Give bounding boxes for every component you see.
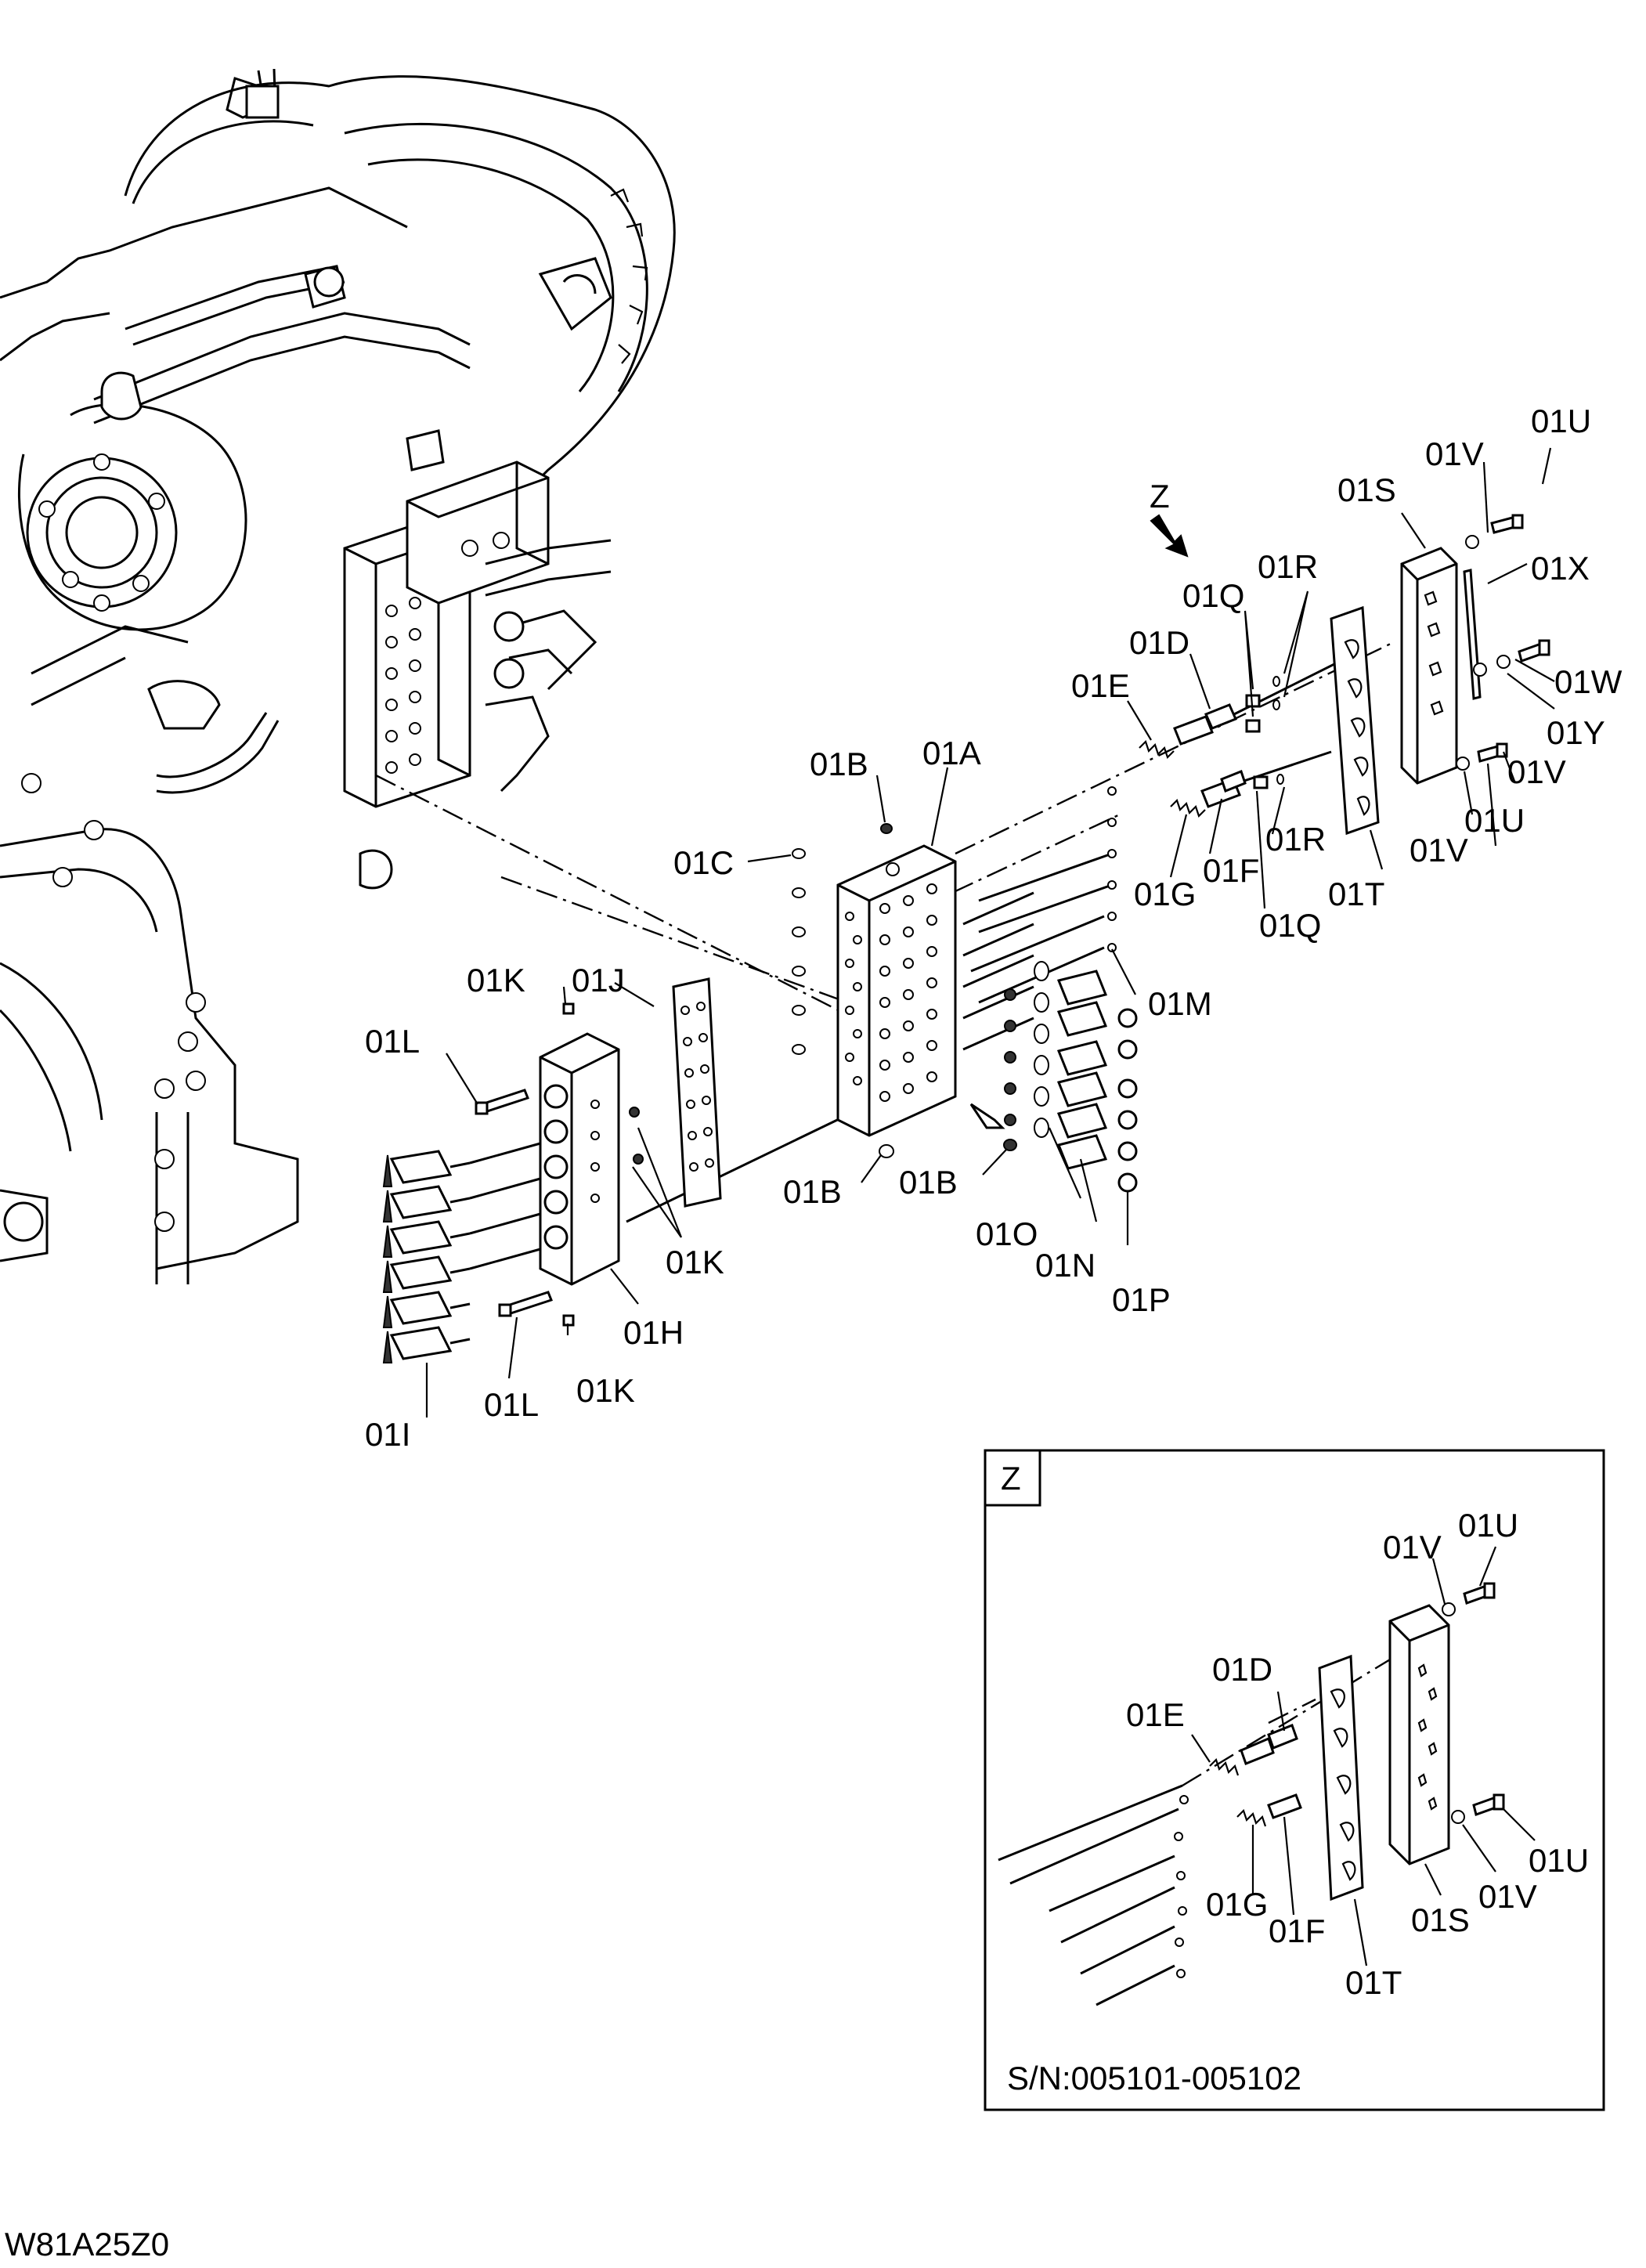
label-01K-3: 01K <box>576 1372 635 1409</box>
detail-label-01S: 01S <box>1411 1901 1470 1938</box>
label-01G: 01G <box>1134 876 1196 912</box>
serial-range: S/N:005101-005102 <box>1007 2060 1301 2096</box>
detail-view-title: Z <box>1001 1460 1021 1497</box>
part-01A-valve-block <box>836 844 957 1137</box>
label-01S: 01S <box>1337 471 1396 508</box>
part-01T-gasket <box>1330 605 1380 836</box>
label-01H: 01H <box>623 1314 684 1351</box>
part-01M-01O-orings <box>962 786 1117 1138</box>
label-01Y: 01Y <box>1547 714 1605 751</box>
label-01N: 01N <box>1035 1247 1096 1284</box>
label-01B-2: 01B <box>783 1173 842 1210</box>
detail-label-01D: 01D <box>1212 1651 1272 1688</box>
label-01B-3: 01B <box>899 1164 958 1201</box>
detail-label-01V-2: 01V <box>1478 1878 1537 1915</box>
part-01J-gasket <box>672 977 722 1208</box>
label-01V: 01V <box>1425 435 1484 472</box>
part-01R-orings <box>1272 676 1284 785</box>
label-01R: 01R <box>1258 548 1318 585</box>
part-01W-bolt <box>1518 639 1550 663</box>
detail-view-title-box <box>984 1449 1041 1507</box>
transmission-housing <box>0 68 676 1284</box>
detail-label-01U: 01U <box>1458 1507 1518 1544</box>
part-01F-valve <box>1200 770 1247 808</box>
label-01L: 01L <box>365 1023 420 1060</box>
label-01K-2: 01K <box>666 1244 724 1280</box>
detail-label-01F: 01F <box>1269 1912 1325 1949</box>
label-01W: 01W <box>1554 663 1623 700</box>
label-01A: 01A <box>922 735 981 771</box>
part-01Q-plugs <box>1245 694 1269 789</box>
label-01J: 01J <box>572 962 625 999</box>
detail-view-frame <box>984 1449 1605 2111</box>
detail-label-01T: 01T <box>1345 1964 1402 2001</box>
part-01P-plugs <box>1117 1008 1138 1193</box>
label-01D: 01D <box>1129 624 1189 661</box>
part-01S-cover-plate <box>1400 547 1458 785</box>
label-01U: 01U <box>1531 403 1591 439</box>
label-view-z-arrow: Z <box>1150 478 1170 515</box>
part-01L-bolts <box>475 1089 553 1317</box>
detail-view-z: Z <box>984 1449 1605 2111</box>
label-01T: 01T <box>1328 876 1384 912</box>
label-01V-3: 01V <box>1410 832 1468 869</box>
part-01C-plugs <box>792 848 806 1055</box>
detail-label-01G: 01G <box>1206 1886 1268 1923</box>
label-01E: 01E <box>1071 667 1130 704</box>
main-view-labels: 01U 01V 01S 01X 01R 01Q 01D 01E 01W 01Y … <box>365 403 1623 1453</box>
label-01C: 01C <box>673 844 734 881</box>
label-01V-2: 01V <box>1507 753 1566 790</box>
label-01U-2: 01U <box>1464 802 1525 839</box>
part-01U-bolts <box>1477 514 1524 763</box>
label-01O: 01O <box>976 1215 1038 1252</box>
view-z-arrow <box>1150 514 1189 558</box>
label-01I: 01I <box>365 1416 410 1453</box>
detail-label-01E: 01E <box>1126 1696 1185 1733</box>
part-01K-plugs <box>562 1002 644 1327</box>
leader-lines <box>425 447 1555 1418</box>
label-01Q: 01Q <box>1182 577 1244 614</box>
part-01E-spring <box>1139 739 1175 760</box>
label-01M: 01M <box>1148 985 1212 1022</box>
label-01R-2: 01R <box>1265 821 1326 858</box>
label-01P: 01P <box>1112 1281 1171 1318</box>
part-01X-strip <box>1463 569 1482 700</box>
part-01I-solenoids <box>382 1142 541 1363</box>
label-01K: 01K <box>467 962 525 999</box>
label-01Q-2: 01Q <box>1259 907 1321 944</box>
label-01F: 01F <box>1203 852 1259 889</box>
part-01N-pistons <box>1056 970 1108 1170</box>
label-01L-2: 01L <box>484 1386 539 1423</box>
part-01Y-washer <box>1496 655 1511 669</box>
part-01D-valve <box>1173 703 1238 746</box>
detail-label-01V: 01V <box>1383 1529 1442 1566</box>
drawing-code: W81A25Z0 <box>5 2226 169 2263</box>
label-01B: 01B <box>810 746 868 782</box>
label-01X: 01X <box>1531 550 1590 587</box>
part-01B-plugs <box>879 823 1017 1158</box>
part-01H-solenoid-block <box>539 1032 620 1286</box>
part-01G-spring <box>1170 798 1206 818</box>
detail-label-01U-2: 01U <box>1529 1842 1589 1879</box>
part-01V-washers <box>1456 535 1487 771</box>
